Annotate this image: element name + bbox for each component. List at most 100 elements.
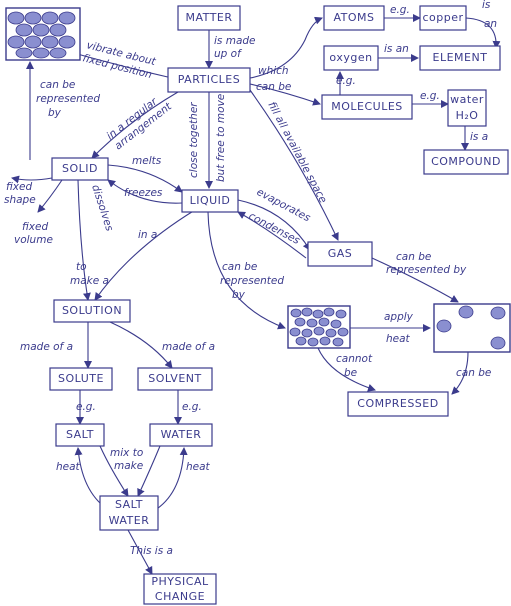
- liquid-particles-image: [287, 305, 351, 349]
- edge-solid-fixed-shape: [11, 175, 53, 184]
- node-salt-label: SALT: [66, 428, 94, 441]
- node-solid-label: SOLID: [62, 162, 98, 175]
- node-water-h2o-label-2: H₂O: [456, 109, 479, 122]
- node-element-label: ELEMENT: [433, 51, 488, 64]
- node-solution-label: SOLUTION: [62, 304, 122, 317]
- label-heat-right: heat: [186, 461, 211, 473]
- label-be: be: [344, 367, 357, 379]
- label-this-is-a: This is a: [130, 545, 173, 557]
- node-salt: SALT: [55, 423, 105, 447]
- node-copper-label: copper: [422, 11, 463, 24]
- label-made-of-a-right: made of a: [162, 341, 215, 353]
- label-is-a: is a: [470, 131, 488, 143]
- edge-liquid-solution: [94, 209, 196, 301]
- edge-particles-solid: [91, 91, 179, 159]
- gas-particles-image: [433, 303, 511, 353]
- node-particles-label: PARTICLES: [178, 73, 241, 86]
- node-matter-label: MATTER: [186, 11, 233, 24]
- label-shape: shape: [4, 194, 36, 206]
- node-liquid: LIQUID: [181, 189, 239, 213]
- label-can-be-gas: can be: [396, 251, 431, 263]
- edge-saltwater-physical-change: [127, 529, 153, 575]
- node-atoms: ATOMS: [323, 5, 385, 31]
- edge-particles-atoms: [249, 16, 323, 79]
- label-volume: volume: [14, 234, 53, 246]
- label-can-be-compressed: can be: [456, 367, 491, 379]
- label-by-solid: by: [48, 107, 62, 119]
- edge-copper-element: [465, 17, 501, 49]
- edge-liquid-solid: [107, 179, 183, 204]
- edge-solution-solvent: [109, 321, 173, 369]
- label-can-be-solid: can be: [40, 79, 75, 91]
- edge-solid-liquid: [107, 164, 183, 193]
- node-element: ELEMENT: [419, 45, 501, 71]
- node-solute-label: SOLUTE: [58, 372, 104, 385]
- label-made-of-a-left: made of a: [20, 341, 73, 353]
- label-heat-left: heat: [56, 461, 81, 473]
- node-compound-label: COMPOUND: [431, 155, 501, 168]
- label-make: make: [114, 460, 143, 472]
- node-solvent-label: SOLVENT: [148, 372, 201, 385]
- solid-particles-image: [5, 7, 81, 61]
- node-solvent: SOLVENT: [137, 367, 213, 391]
- node-gas-label: GAS: [328, 247, 353, 260]
- node-compound: COMPOUND: [423, 149, 509, 175]
- node-salt-water-label-2: WATER: [109, 514, 150, 527]
- node-oxygen: oxygen: [323, 45, 379, 71]
- label-represented-by-gas: represented by: [386, 264, 467, 276]
- label-mix-to: mix to: [110, 447, 143, 459]
- node-compressed-label: COMPRESSED: [357, 397, 438, 410]
- label-fixed-1: fixed: [6, 181, 32, 193]
- label-represented-liquid: represented: [220, 275, 284, 287]
- label-melts: melts: [132, 155, 162, 167]
- label-which: which: [258, 65, 289, 77]
- node-salt-water-label-1: SALT: [115, 498, 143, 511]
- label-eg-atoms: e.g.: [390, 4, 410, 16]
- node-water-label: WATER: [161, 428, 202, 441]
- node-water-h2o-label-1: water: [450, 93, 484, 106]
- node-copper: copper: [419, 5, 467, 31]
- label-up-of: up of: [214, 48, 243, 60]
- node-physical-change-label-2: CHANGE: [155, 590, 205, 603]
- node-liquid-label: LIQUID: [190, 194, 231, 207]
- label-cannot: cannot: [336, 353, 373, 365]
- edge-liquid-gas: [237, 199, 311, 251]
- label-heat: heat: [386, 333, 411, 345]
- label-fixed-2: fixed: [22, 221, 48, 233]
- node-molecules: MOLECULES: [321, 94, 413, 120]
- label-is-copper: is: [482, 0, 491, 11]
- edge-gas-image: [371, 257, 459, 303]
- edges: [11, 14, 501, 575]
- edge-gas-image-compressed: [451, 351, 469, 395]
- label-eg-water2: e.g.: [182, 401, 202, 413]
- label-by-liquid: by: [232, 289, 246, 301]
- label-eg-salt: e.g.: [76, 401, 96, 413]
- label-can-be: can be: [256, 81, 291, 93]
- label-dissolves: dissolves: [89, 183, 115, 233]
- node-gas: GAS: [307, 241, 373, 267]
- node-oxygen-label: oxygen: [329, 51, 372, 64]
- node-molecules-label: MOLECULES: [331, 100, 403, 113]
- label-can-be-liquid: can be: [222, 261, 257, 273]
- node-solute: SOLUTE: [49, 367, 113, 391]
- node-atoms-label: ATOMS: [333, 11, 374, 24]
- node-solid: SOLID: [51, 157, 109, 181]
- edge-gas-liquid: [237, 211, 307, 259]
- label-represented-solid: represented: [36, 93, 100, 105]
- label-close-together: close together: [188, 102, 200, 178]
- label-to: to: [76, 261, 87, 273]
- label-free-to-move: but free to move: [215, 94, 227, 182]
- node-salt-water: SALT WATER: [99, 495, 159, 531]
- label-make-a: make a: [70, 275, 109, 287]
- edge-particles-gas: [249, 89, 339, 241]
- label-in-a: in a: [138, 229, 157, 241]
- edge-water-saltwater: [137, 445, 161, 497]
- edge-solid-fixed-volume: [37, 179, 63, 213]
- label-apply: apply: [384, 311, 414, 323]
- label-fill-space: fill all available space: [265, 100, 329, 206]
- node-matter: MATTER: [177, 5, 241, 31]
- label-eg-water: e.g.: [420, 90, 440, 102]
- node-compressed: COMPRESSED: [347, 391, 449, 417]
